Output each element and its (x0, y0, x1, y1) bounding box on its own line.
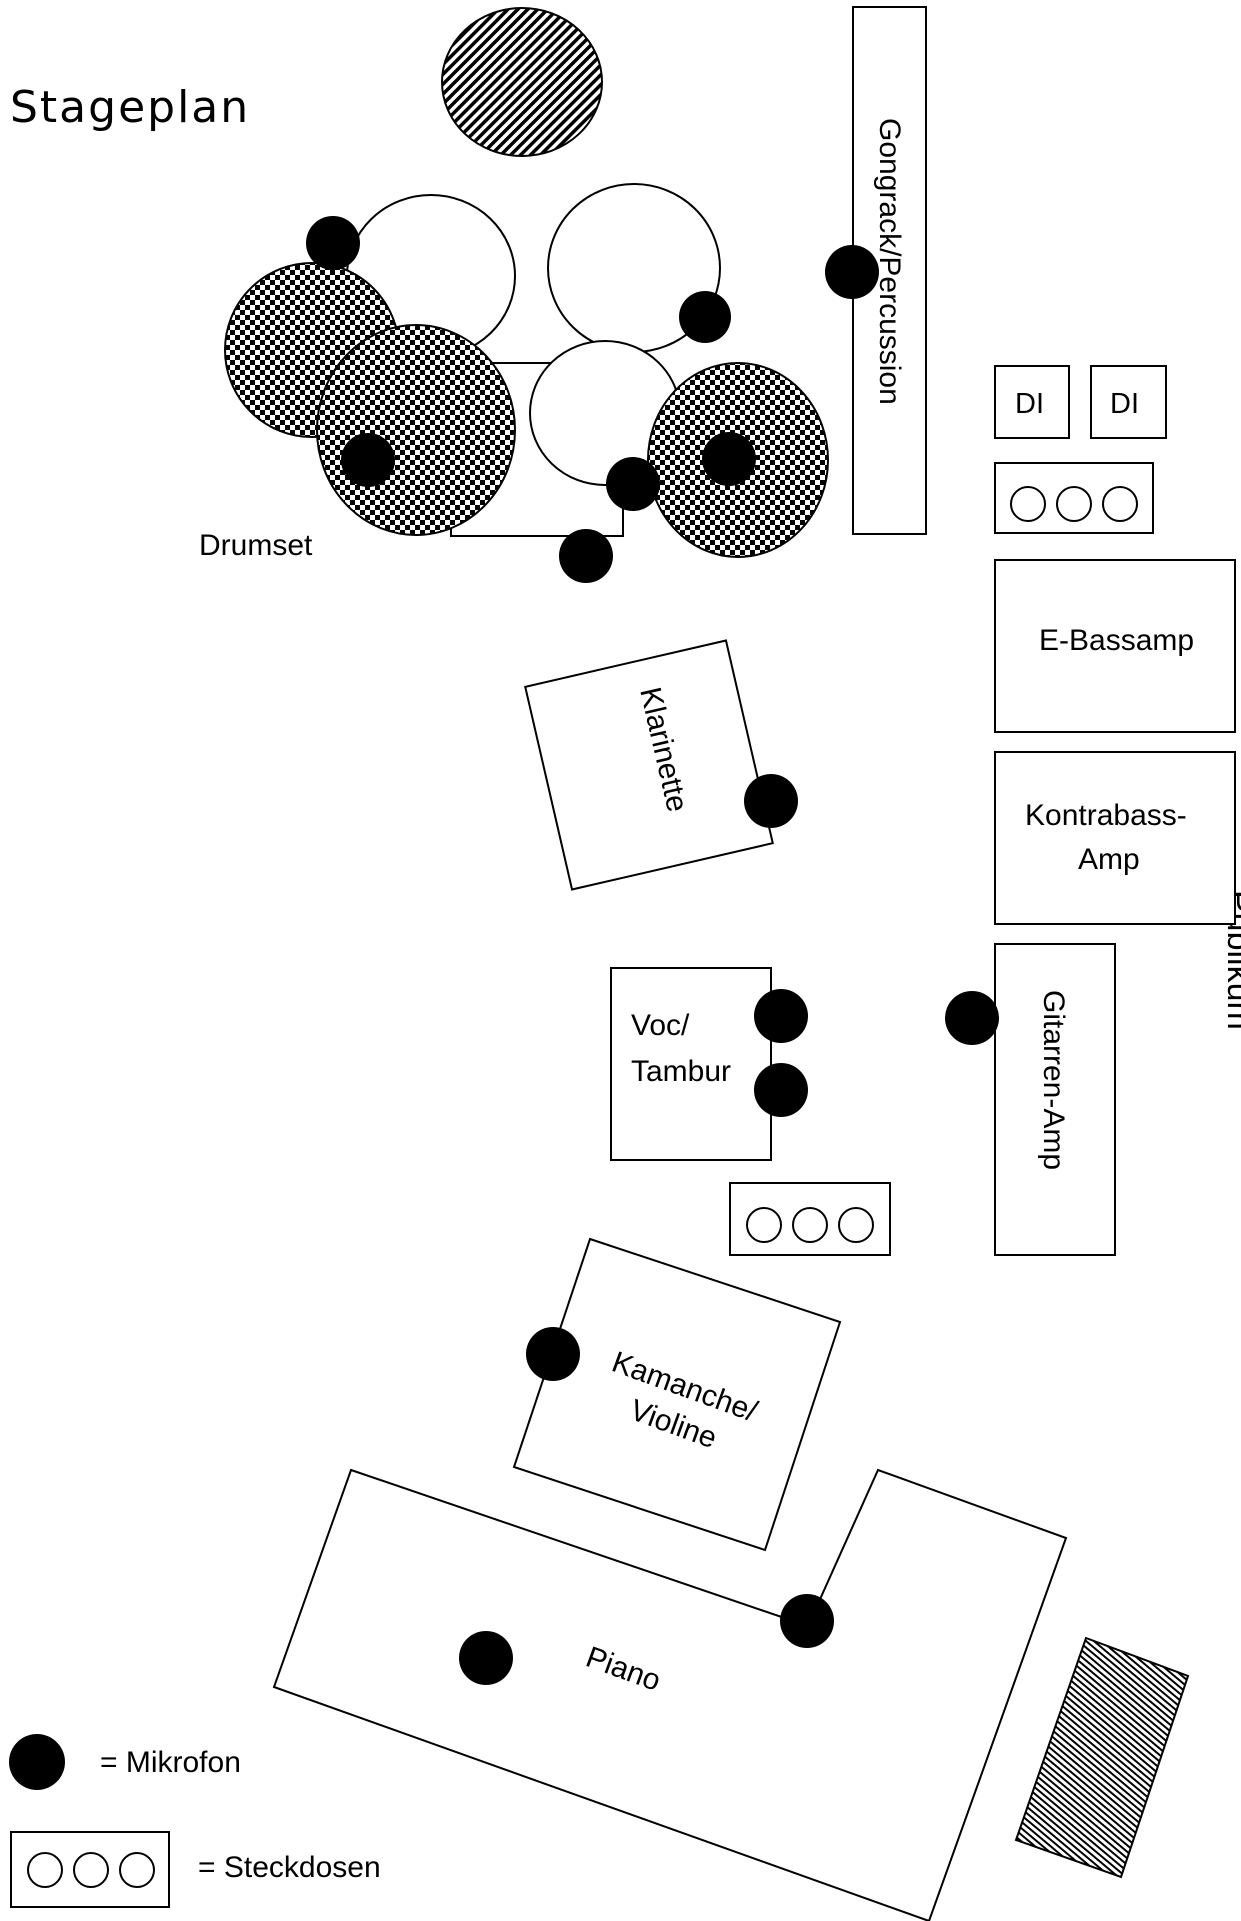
mic-icon (9, 1734, 65, 1790)
mic-icon (459, 1631, 513, 1685)
bass-amp: E-Bassamp (994, 559, 1236, 733)
guitar-amp: Gitarren-Amp (945, 943, 1116, 1256)
bass-amp-label: E-Bassamp (1039, 624, 1194, 657)
vocals-tambur: Voc/ Tambur (610, 967, 808, 1161)
di-box-1: DI (994, 365, 1070, 439)
mic-icon (744, 774, 798, 828)
mic-icon (679, 291, 731, 343)
kontrabass-amp: Kontrabass- Amp (994, 751, 1236, 925)
cymbal-left (316, 324, 516, 536)
gongrack: Gongrack/Percussion (825, 6, 927, 535)
gongrack-label: Gongrack/Percussion (873, 118, 906, 405)
mic-icon (945, 991, 999, 1045)
drumset-label: Drumset (199, 529, 313, 562)
cymbal-striped (441, 7, 603, 157)
legend-mikrofon: = Mikrofon (100, 1746, 241, 1779)
di-box-2: DI (1090, 365, 1167, 439)
mic-icon (526, 1327, 580, 1381)
page-title: Stageplan (10, 82, 250, 133)
vocals-label-2: Tambur (631, 1055, 731, 1088)
monitor-wedge (1014, 1636, 1190, 1879)
power-strip (994, 462, 1154, 534)
vocals-label: Voc/ (631, 1009, 690, 1042)
mic-icon (754, 989, 808, 1043)
kontrabass-label-2: Amp (1078, 843, 1140, 876)
mic-icon (780, 1594, 834, 1648)
legend: = Mikrofon = Steckdosen (9, 1734, 381, 1908)
mic-icon (306, 216, 360, 270)
mic-icon (559, 529, 613, 583)
mic-icon (606, 457, 660, 511)
di-label: DI (1015, 388, 1044, 420)
mic-icon (754, 1063, 808, 1117)
klarinette: Klarinette (524, 639, 798, 891)
mic-icon (702, 432, 756, 486)
di-label: DI (1110, 388, 1139, 420)
power-strip (729, 1182, 891, 1256)
kontrabass-label: Kontrabass- (1025, 799, 1187, 832)
drumset: Drumset (199, 7, 829, 583)
guitar-amp-label: Gitarren-Amp (1037, 990, 1070, 1170)
piano: Piano (272, 1468, 1068, 1921)
legend-steckdosen: = Steckdosen (198, 1851, 381, 1884)
mic-icon (341, 433, 395, 487)
kamanche-violine: Kamanche/ Violine (512, 1237, 842, 1552)
mic-icon (825, 245, 879, 299)
